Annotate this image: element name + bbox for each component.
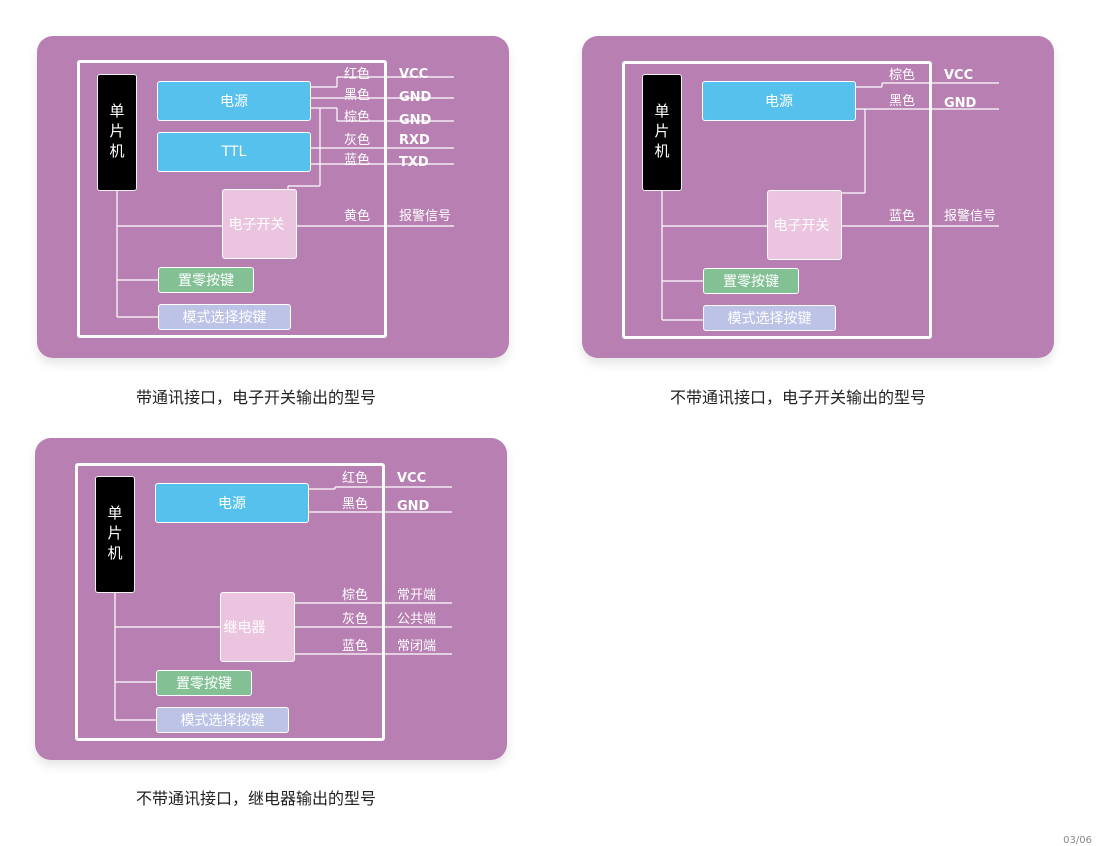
diagram-3-wire-signal: 公共端	[397, 612, 437, 627]
diagram-1-mode-key: 模式选择按键	[158, 304, 291, 330]
diagram-1-caption: 带通讯接口，电子开关输出的型号	[136, 388, 377, 407]
diagram-3-wire-color: 黑色	[342, 497, 369, 512]
diagram-3-mcu-block: 单片机	[95, 476, 135, 593]
diagram-2-wire-color: 蓝色	[889, 209, 916, 224]
diagram-2-wire-signal: VCC	[944, 68, 974, 83]
diagram-1-wire-signal: GND	[399, 113, 432, 128]
diagram-3-power-box: 电源	[155, 483, 309, 523]
diagram-2-mode-key: 模式选择按键	[703, 305, 836, 331]
diagram-3-wire-signal: GND	[397, 499, 430, 514]
diagram-2-wire-signal: 报警信号	[944, 209, 997, 224]
diagram-1-wire-color: 灰色	[344, 133, 371, 148]
diagram-1-wire-signal: 报警信号	[399, 209, 452, 224]
diagram-2-frame	[622, 61, 932, 339]
diagram-3-wire-color: 红色	[342, 471, 369, 486]
diagram-1-wire-color: 黑色	[344, 88, 371, 103]
diagram-2-switch-box: 电子开关	[767, 190, 842, 260]
diagram-1-wire-signal: RXD	[399, 133, 430, 148]
diagram-3-relay-box: 继电器	[220, 592, 295, 662]
diagram-2-zero-key: 置零按键	[703, 268, 799, 294]
diagram-3-wire-signal: 常开端	[397, 588, 437, 603]
diagram-1-zero-key: 置零按键	[158, 267, 254, 293]
diagram-3-wire-signal: 常闭端	[397, 639, 437, 654]
diagram-2-wire-color: 黑色	[889, 94, 916, 109]
diagram-1-wire-signal: GND	[399, 90, 432, 105]
diagram-1-switch-box: 电子开关	[222, 189, 297, 259]
diagram-1-wire-color: 黄色	[344, 209, 371, 224]
diagram-3-wire-color: 灰色	[342, 612, 369, 627]
diagram-3-mode-key: 模式选择按键	[156, 707, 289, 733]
diagram-2-mcu-block: 单片机	[642, 74, 682, 191]
diagram-2-power-box: 电源	[702, 81, 856, 121]
diagram-1-power-box: 电源	[157, 81, 311, 121]
diagram-2-caption: 不带通讯接口，电子开关输出的型号	[670, 388, 927, 407]
diagram-3-wire-signal: VCC	[397, 471, 427, 486]
diagram-2-wire-signal: GND	[944, 96, 977, 111]
diagram-3-wire-color: 棕色	[342, 588, 369, 603]
diagram-1-frame	[77, 60, 387, 338]
diagram-3-caption: 不带通讯接口，继电器输出的型号	[136, 789, 377, 808]
diagram-1-wire-color: 红色	[344, 67, 371, 82]
diagram-1-ttl-box: TTL	[157, 132, 311, 172]
diagram-3-wire-color: 蓝色	[342, 639, 369, 654]
page-number: 03/06	[1063, 835, 1092, 846]
diagram-3-zero-key: 置零按键	[156, 670, 252, 696]
diagram-2-wire-color: 棕色	[889, 68, 916, 83]
diagram-1-wire-color: 蓝色	[344, 153, 371, 168]
diagram-1-wire-signal: TXD	[399, 155, 429, 170]
diagram-2-panel: 单片机 电源 电子开关 置零按键 模式选择按键 棕色 VCC 黑色 GND 蓝色…	[582, 36, 1054, 358]
diagram-1-panel: 单片机 电源 TTL 电子开关 置零按键 模式选择按键 红色 VCC 黑色 GN…	[37, 36, 509, 358]
diagram-1-wire-color: 棕色	[344, 110, 371, 125]
diagram-1-wire-signal: VCC	[399, 67, 429, 82]
diagram-3-panel: 单片机 电源 继电器 置零按键 模式选择按键 红色 VCC 黑色 GND 棕色 …	[35, 438, 507, 760]
diagram-3-frame	[75, 463, 385, 741]
diagram-1-mcu-block: 单片机	[97, 74, 137, 191]
